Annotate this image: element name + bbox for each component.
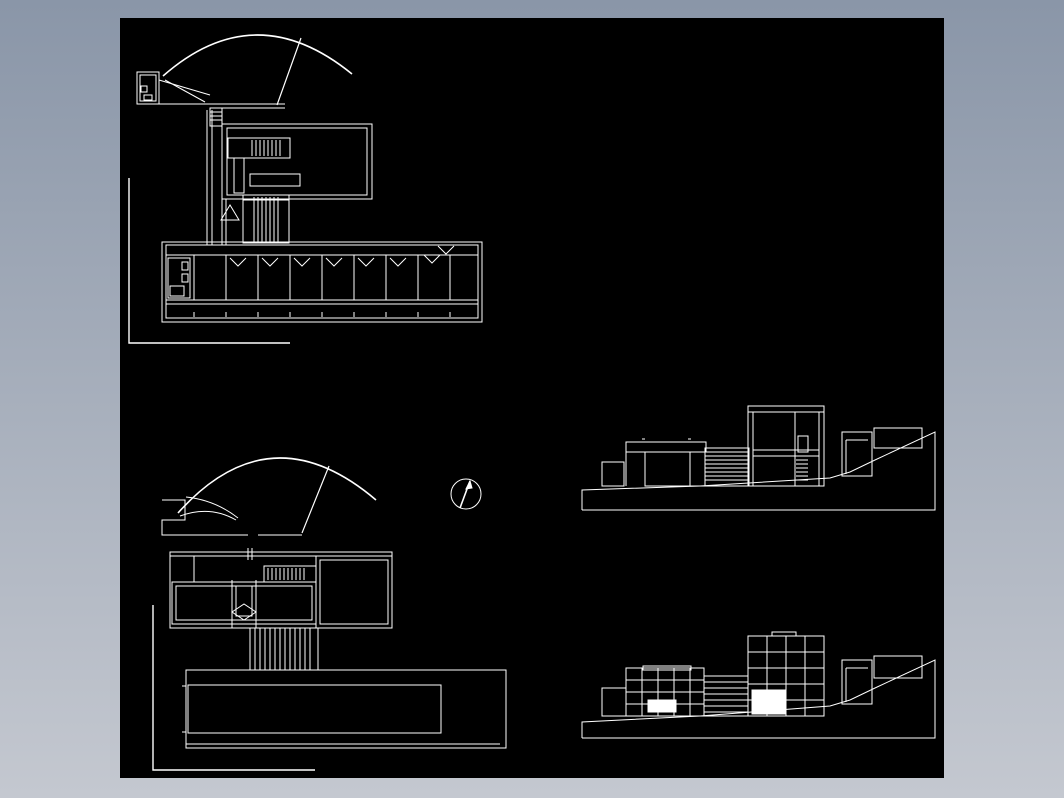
ground-floor-plan: [152, 457, 507, 771]
section-elevation: [581, 405, 936, 511]
drawing-sheet: [120, 18, 944, 778]
exterior-elevation: [581, 631, 936, 739]
upper-floor-plan: [128, 34, 483, 344]
north-arrow: [450, 478, 482, 510]
